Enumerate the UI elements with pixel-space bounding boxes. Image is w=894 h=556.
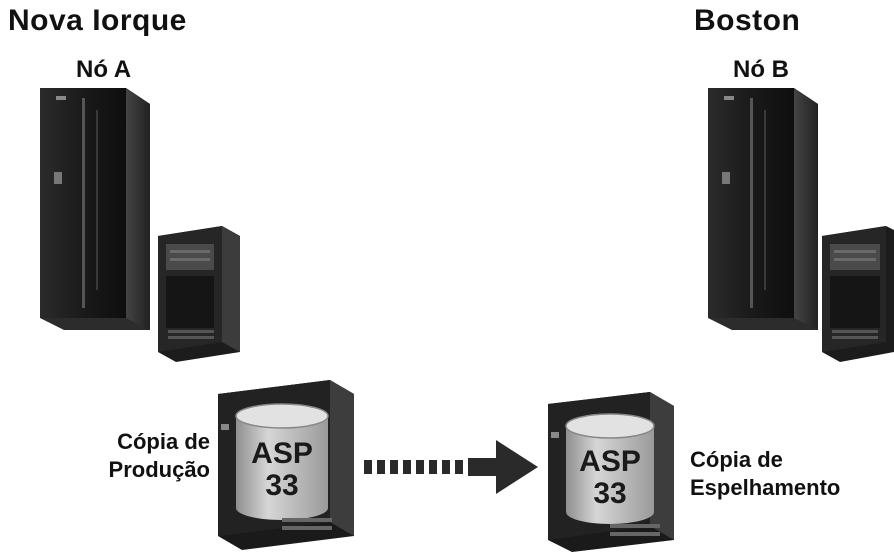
asp-b-label: ASP 33 bbox=[568, 446, 652, 510]
site-a-city-label: Nova Iorque bbox=[8, 4, 187, 37]
asp-a-label: ASP 33 bbox=[240, 438, 324, 502]
asp-storage-b bbox=[548, 392, 674, 552]
production-copy-line1: Cópia de bbox=[117, 429, 210, 454]
site-b-city-label: Boston bbox=[694, 4, 801, 37]
asp-b-label-line1: ASP bbox=[579, 445, 641, 478]
replication-arrow bbox=[364, 440, 538, 494]
mirror-copy-line1: Cópia de bbox=[690, 447, 783, 472]
asp-b-label-line2: 33 bbox=[593, 477, 627, 510]
asp-storage-a bbox=[218, 380, 354, 550]
mirror-copy-caption: Cópia de Espelhamento bbox=[690, 446, 890, 502]
asp-a-label-line2: 33 bbox=[265, 469, 299, 502]
production-copy-caption: Cópia de Produção bbox=[60, 428, 210, 484]
server-node-b bbox=[708, 88, 894, 362]
asp-a-label-line1: ASP bbox=[251, 437, 313, 470]
production-copy-line2: Produção bbox=[108, 457, 210, 482]
site-a-node-label: Nó A bbox=[76, 56, 132, 83]
site-b-node-label: Nó B bbox=[733, 56, 789, 83]
server-node-a bbox=[40, 88, 240, 362]
mirror-copy-line2: Espelhamento bbox=[690, 475, 841, 500]
